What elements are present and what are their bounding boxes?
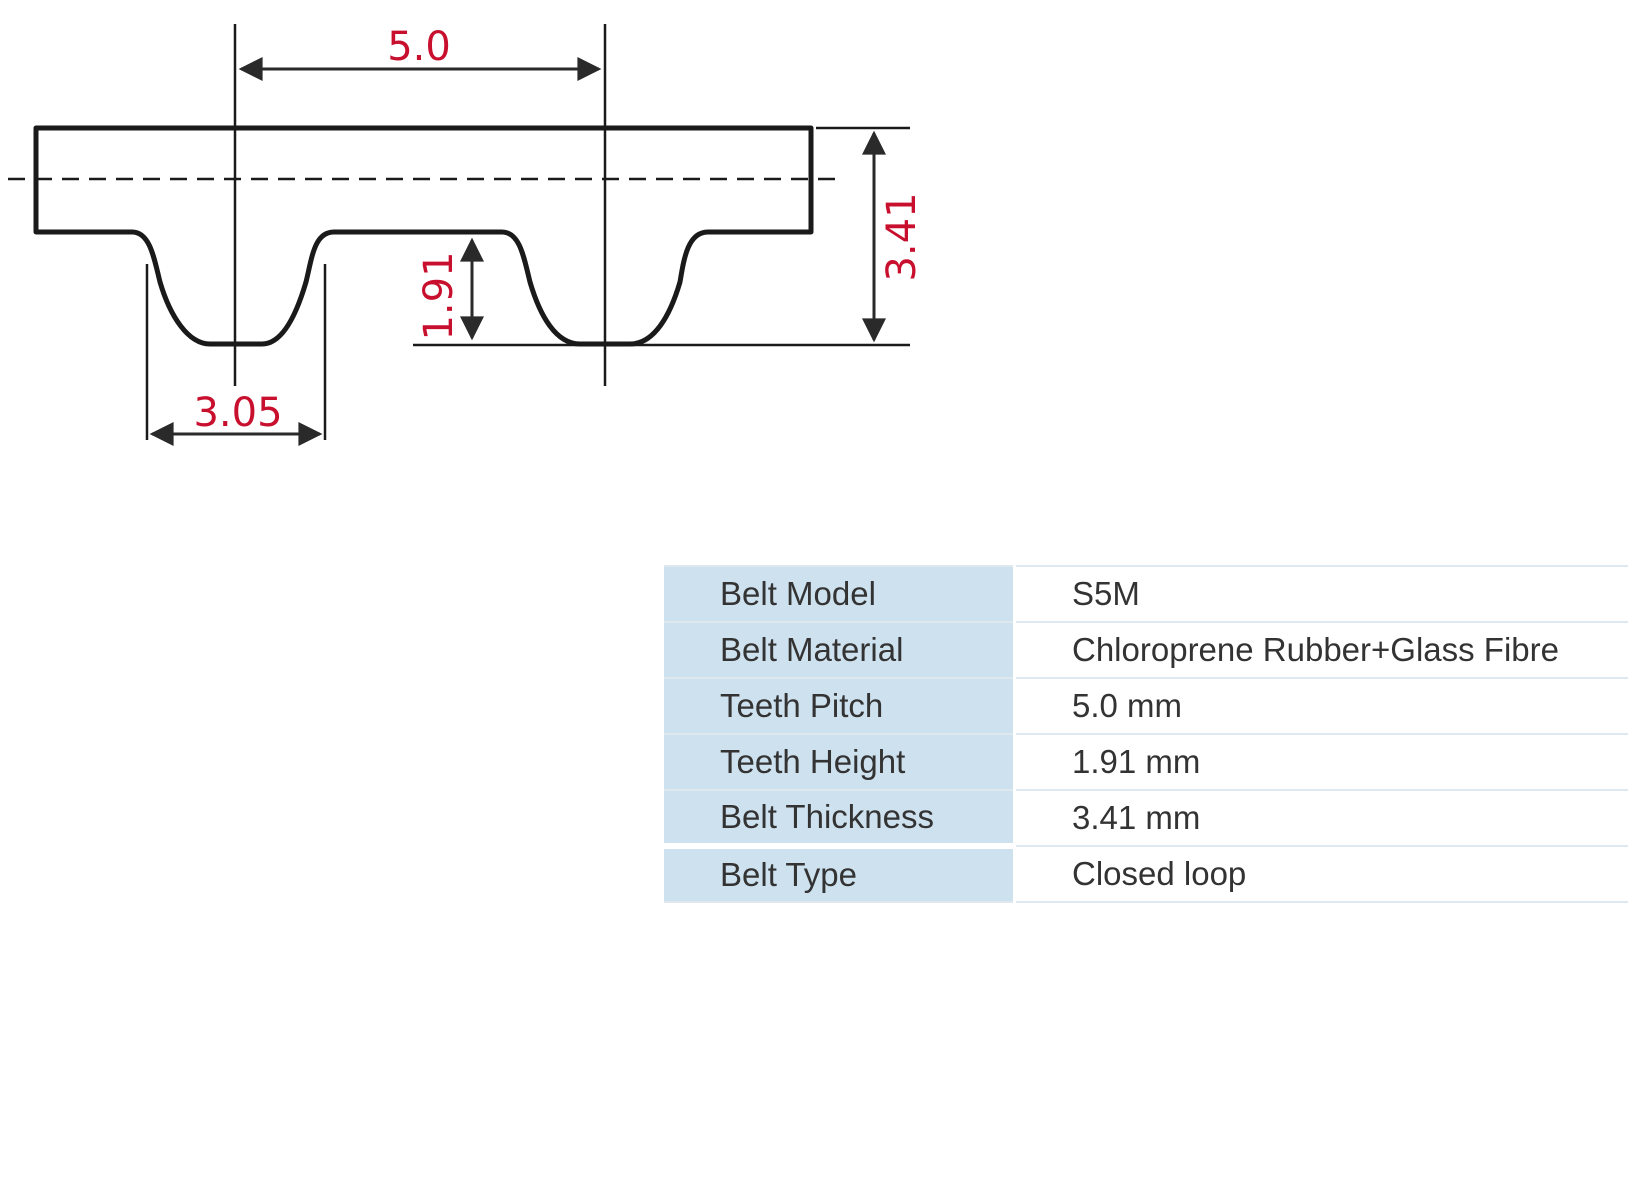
table-row: Belt Material Chloroprene Rubber+Glass F… [664,622,1628,679]
tooth-width-label: 3.05 [193,390,282,436]
table-row: Teeth Height 1.91 mm [664,734,1628,791]
spec-label: Belt Type [664,843,1016,903]
belt-spec-table: Belt Model S5M Belt Material Chloroprene… [664,565,1628,903]
tooth-height-label: 1.91 [416,251,462,340]
spec-value: S5M [1014,565,1628,623]
table-row: Belt Type Closed loop [664,843,1628,903]
spec-value: 1.91 mm [1014,734,1628,791]
thickness-label: 3.41 [879,192,925,281]
spec-label: Belt Model [664,565,1016,623]
table-row: Teeth Pitch 5.0 mm [664,678,1628,735]
spec-label: Teeth Pitch [664,678,1016,735]
table-row: Belt Thickness 3.41 mm [664,790,1628,847]
spec-label: Belt Material [664,622,1016,679]
spec-value: Closed loop [1014,845,1628,903]
belt-profile-diagram: 5.0 3.41 1.91 3.05 [8,24,925,446]
spec-label: Belt Thickness [664,790,1016,847]
spec-label: Teeth Height [664,734,1016,791]
spec-value: Chloroprene Rubber+Glass Fibre [1014,622,1628,679]
belt-outline [33,125,814,347]
spec-value: 3.41 mm [1014,790,1628,847]
pitch-label: 5.0 [387,24,451,70]
spec-value: 5.0 mm [1014,678,1628,735]
table-row: Belt Model S5M [664,565,1628,623]
